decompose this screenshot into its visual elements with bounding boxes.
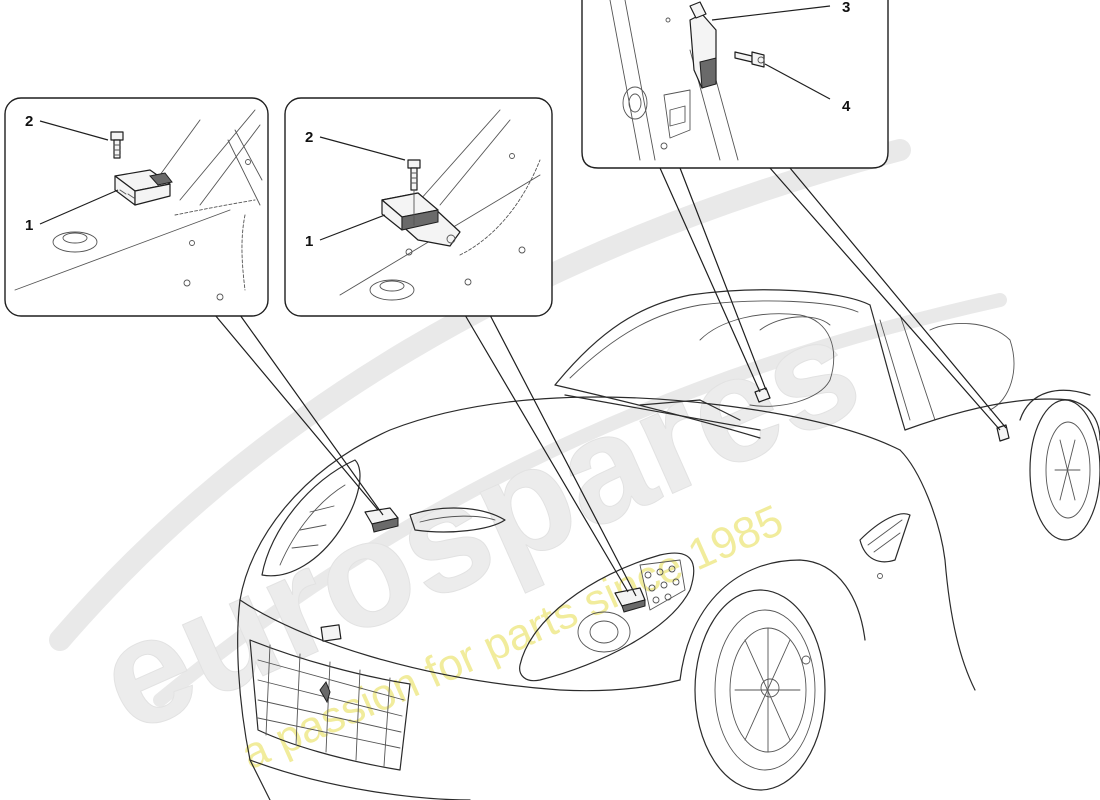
sensor-on-headlamp	[614, 587, 646, 613]
left-headlamp	[261, 459, 361, 577]
seat-left	[699, 313, 835, 407]
callout-3: 3	[842, 0, 850, 16]
detail-panel-middle: 2 1	[284, 97, 553, 317]
detail-panel-left: 2 1	[4, 97, 269, 317]
rear-wheel	[1029, 399, 1100, 541]
sensor-on-pillar	[996, 424, 1010, 442]
car-outline	[237, 289, 1100, 800]
grille-emblem	[319, 680, 331, 704]
wiper-left	[564, 394, 761, 431]
front-wheel	[694, 589, 826, 791]
side-vent	[859, 513, 911, 563]
windscreen-top	[554, 289, 871, 386]
seat-right	[929, 322, 1015, 411]
callout-1-left: 1	[25, 217, 33, 234]
hood-scoop	[409, 507, 506, 533]
callout-2-left: 2	[25, 113, 33, 130]
right-headlamp	[519, 552, 695, 682]
door-line	[899, 449, 976, 691]
front-grille	[249, 639, 411, 771]
wiper-right	[639, 399, 741, 421]
detail-panel-top: 3 4	[581, 0, 889, 169]
watermark-swoosh	[49, 139, 911, 651]
watermark-swoosh-2	[153, 293, 1007, 707]
callout-2-middle: 2	[305, 129, 313, 146]
sensor-on-tunnel	[754, 387, 771, 403]
callout-1-middle: 1	[305, 233, 313, 250]
sensor-on-hood	[364, 507, 399, 533]
hood-badge	[320, 624, 342, 642]
leader-lines	[214, 167, 1007, 597]
callout-4: 4	[842, 98, 851, 115]
